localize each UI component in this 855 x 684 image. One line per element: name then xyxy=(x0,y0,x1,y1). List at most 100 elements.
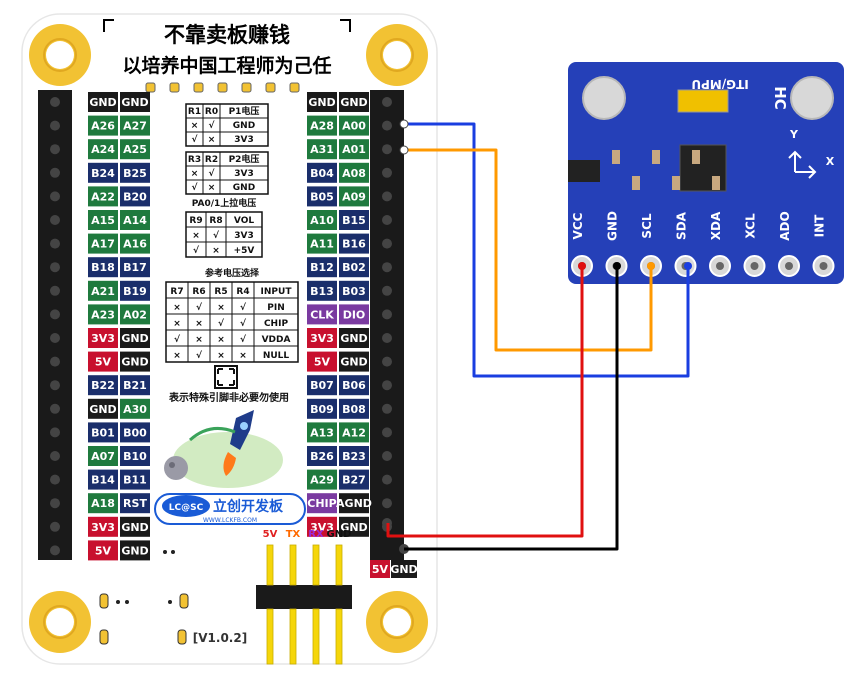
table-text: P2电压 xyxy=(229,153,260,165)
pin-label: B08 xyxy=(342,403,366,416)
pin-label-bg xyxy=(339,280,369,301)
header-pin-hole xyxy=(50,191,60,202)
pin-label: GND xyxy=(121,544,148,557)
table-caption: PA0/1上拉电压 xyxy=(192,197,257,209)
table-text: × xyxy=(195,335,203,345)
pin-label-bg xyxy=(88,92,118,112)
wire-start-pin xyxy=(399,145,409,155)
pin-label: A07 xyxy=(91,450,115,463)
left-header-strip xyxy=(38,90,72,560)
table-text: × xyxy=(212,246,220,256)
pin-label-bg xyxy=(120,351,150,372)
table-text: √ xyxy=(196,350,203,361)
pin-label: 3V3 xyxy=(91,521,115,534)
header-pin-hole xyxy=(382,333,392,343)
table-text: √ xyxy=(196,302,203,313)
pin-label-bg xyxy=(339,351,369,372)
header-pin-hole xyxy=(382,167,392,178)
table-text: × xyxy=(173,351,181,361)
wire-endpoint xyxy=(647,262,655,270)
pin-label-bg xyxy=(339,115,369,136)
pin-label-bg xyxy=(88,540,118,561)
pin-label-bg xyxy=(339,375,369,396)
table-text: R5 xyxy=(214,287,227,297)
pin-label-bg xyxy=(120,186,150,207)
table-text: × xyxy=(191,121,199,131)
uart-pin-bottom xyxy=(335,608,343,665)
header-pin-hole xyxy=(50,97,60,107)
right-header-strip xyxy=(370,90,404,560)
pin-label-bg xyxy=(120,162,150,183)
table-text: × xyxy=(217,351,225,361)
brand-url: WWW.LCKFB.COM xyxy=(203,517,257,524)
pin-label-bg xyxy=(120,233,150,254)
smd-pad xyxy=(179,593,189,609)
pin-label: A08 xyxy=(342,167,366,180)
pin-label: A10 xyxy=(310,214,334,227)
pin-label: A24 xyxy=(91,143,115,156)
header-pin-hole xyxy=(50,451,60,461)
wire-red-vcc xyxy=(386,266,584,538)
pin-label-bg xyxy=(120,257,150,278)
pin-label-bg xyxy=(120,398,150,419)
board-dot xyxy=(163,550,167,554)
module-axis-y: Y xyxy=(789,128,799,141)
pin-label: 5V xyxy=(95,544,112,557)
mount-hole-top-left xyxy=(29,24,91,86)
pin-label: A18 xyxy=(91,497,115,510)
header-pin-hole xyxy=(50,120,60,131)
pin-label: B27 xyxy=(342,474,366,487)
pin-label-bg xyxy=(307,351,337,372)
pin-label: B00 xyxy=(123,426,147,439)
module-regulator xyxy=(568,160,600,182)
header-pin-hole xyxy=(50,356,60,367)
table-text: INPUT xyxy=(261,287,293,297)
pin-label: A13 xyxy=(310,426,334,439)
table-text: × xyxy=(208,135,216,145)
wires xyxy=(386,119,692,551)
pin-label: B04 xyxy=(310,167,334,180)
board-dot xyxy=(116,600,120,604)
header-pin-hole xyxy=(382,380,392,391)
table-text: √ xyxy=(208,168,215,179)
module-pin-label: SCL xyxy=(640,213,654,238)
pin-label-bg xyxy=(120,493,150,514)
uart-label: GND xyxy=(327,529,352,540)
pin-label-bg xyxy=(120,375,150,396)
pin-label-bg xyxy=(88,375,118,396)
pin-label-bg xyxy=(307,516,337,537)
table-text: R8 xyxy=(209,216,222,226)
module-capacitor xyxy=(677,89,729,113)
pin-label-bg xyxy=(307,280,337,301)
brand-logo-text: LC@SC xyxy=(169,503,204,513)
pin-label-bg xyxy=(120,446,150,466)
uart-pin-bottom xyxy=(266,608,274,665)
brand-badge: LC@SC 立创开发板 WWW.LCKFB.COM xyxy=(154,493,306,525)
pin-label-bg xyxy=(307,139,337,160)
pin-label: B07 xyxy=(310,379,334,392)
uart-pin-top xyxy=(335,544,343,586)
table-text: × xyxy=(217,335,225,345)
pin-label-bg xyxy=(120,540,150,561)
module-pin-label: SDA xyxy=(675,211,689,240)
module-smd-part xyxy=(672,176,680,190)
pin-label-bg xyxy=(307,186,337,207)
header-pin-hole xyxy=(382,262,392,273)
header-pin-hole xyxy=(50,215,60,225)
pin-label: GND xyxy=(121,521,148,534)
module-pin-hole xyxy=(750,262,759,270)
pin-label-bg xyxy=(339,162,369,183)
mount-hole-bottom-right xyxy=(366,591,428,653)
table-text: NULL xyxy=(263,351,290,361)
pin-label: GND xyxy=(121,332,148,345)
module-smd-part xyxy=(652,150,660,164)
pin-label: B15 xyxy=(342,214,366,227)
table-text: R0 xyxy=(205,107,218,117)
pin-label: B21 xyxy=(123,379,147,392)
pin-label: B12 xyxy=(310,261,334,274)
pin-label: 5V xyxy=(314,356,331,369)
header-pin-hole xyxy=(50,498,60,509)
table-text: √ xyxy=(240,334,247,345)
pin-label: A23 xyxy=(91,308,115,321)
